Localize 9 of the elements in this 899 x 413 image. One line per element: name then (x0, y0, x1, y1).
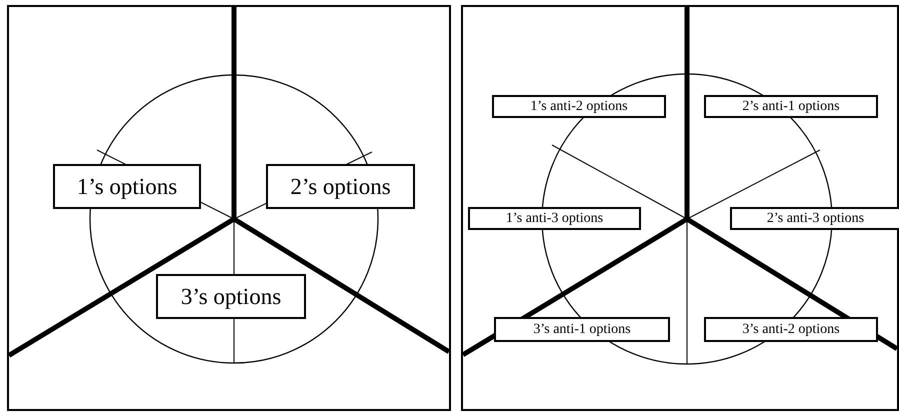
option-label: 1’s options (53, 164, 201, 209)
option-label: 1’s anti-2 options (492, 95, 666, 118)
option-label: 3’s anti-2 options (704, 317, 878, 342)
option-label: 2’s anti-3 options (730, 207, 899, 230)
option-label: 2’s options (266, 164, 415, 209)
option-label: 3’s options (156, 274, 306, 319)
option-label: 2’s anti-1 options (704, 95, 878, 118)
option-label: 1’s anti-3 options (468, 207, 641, 230)
option-label: 3’s anti-1 options (494, 317, 670, 342)
